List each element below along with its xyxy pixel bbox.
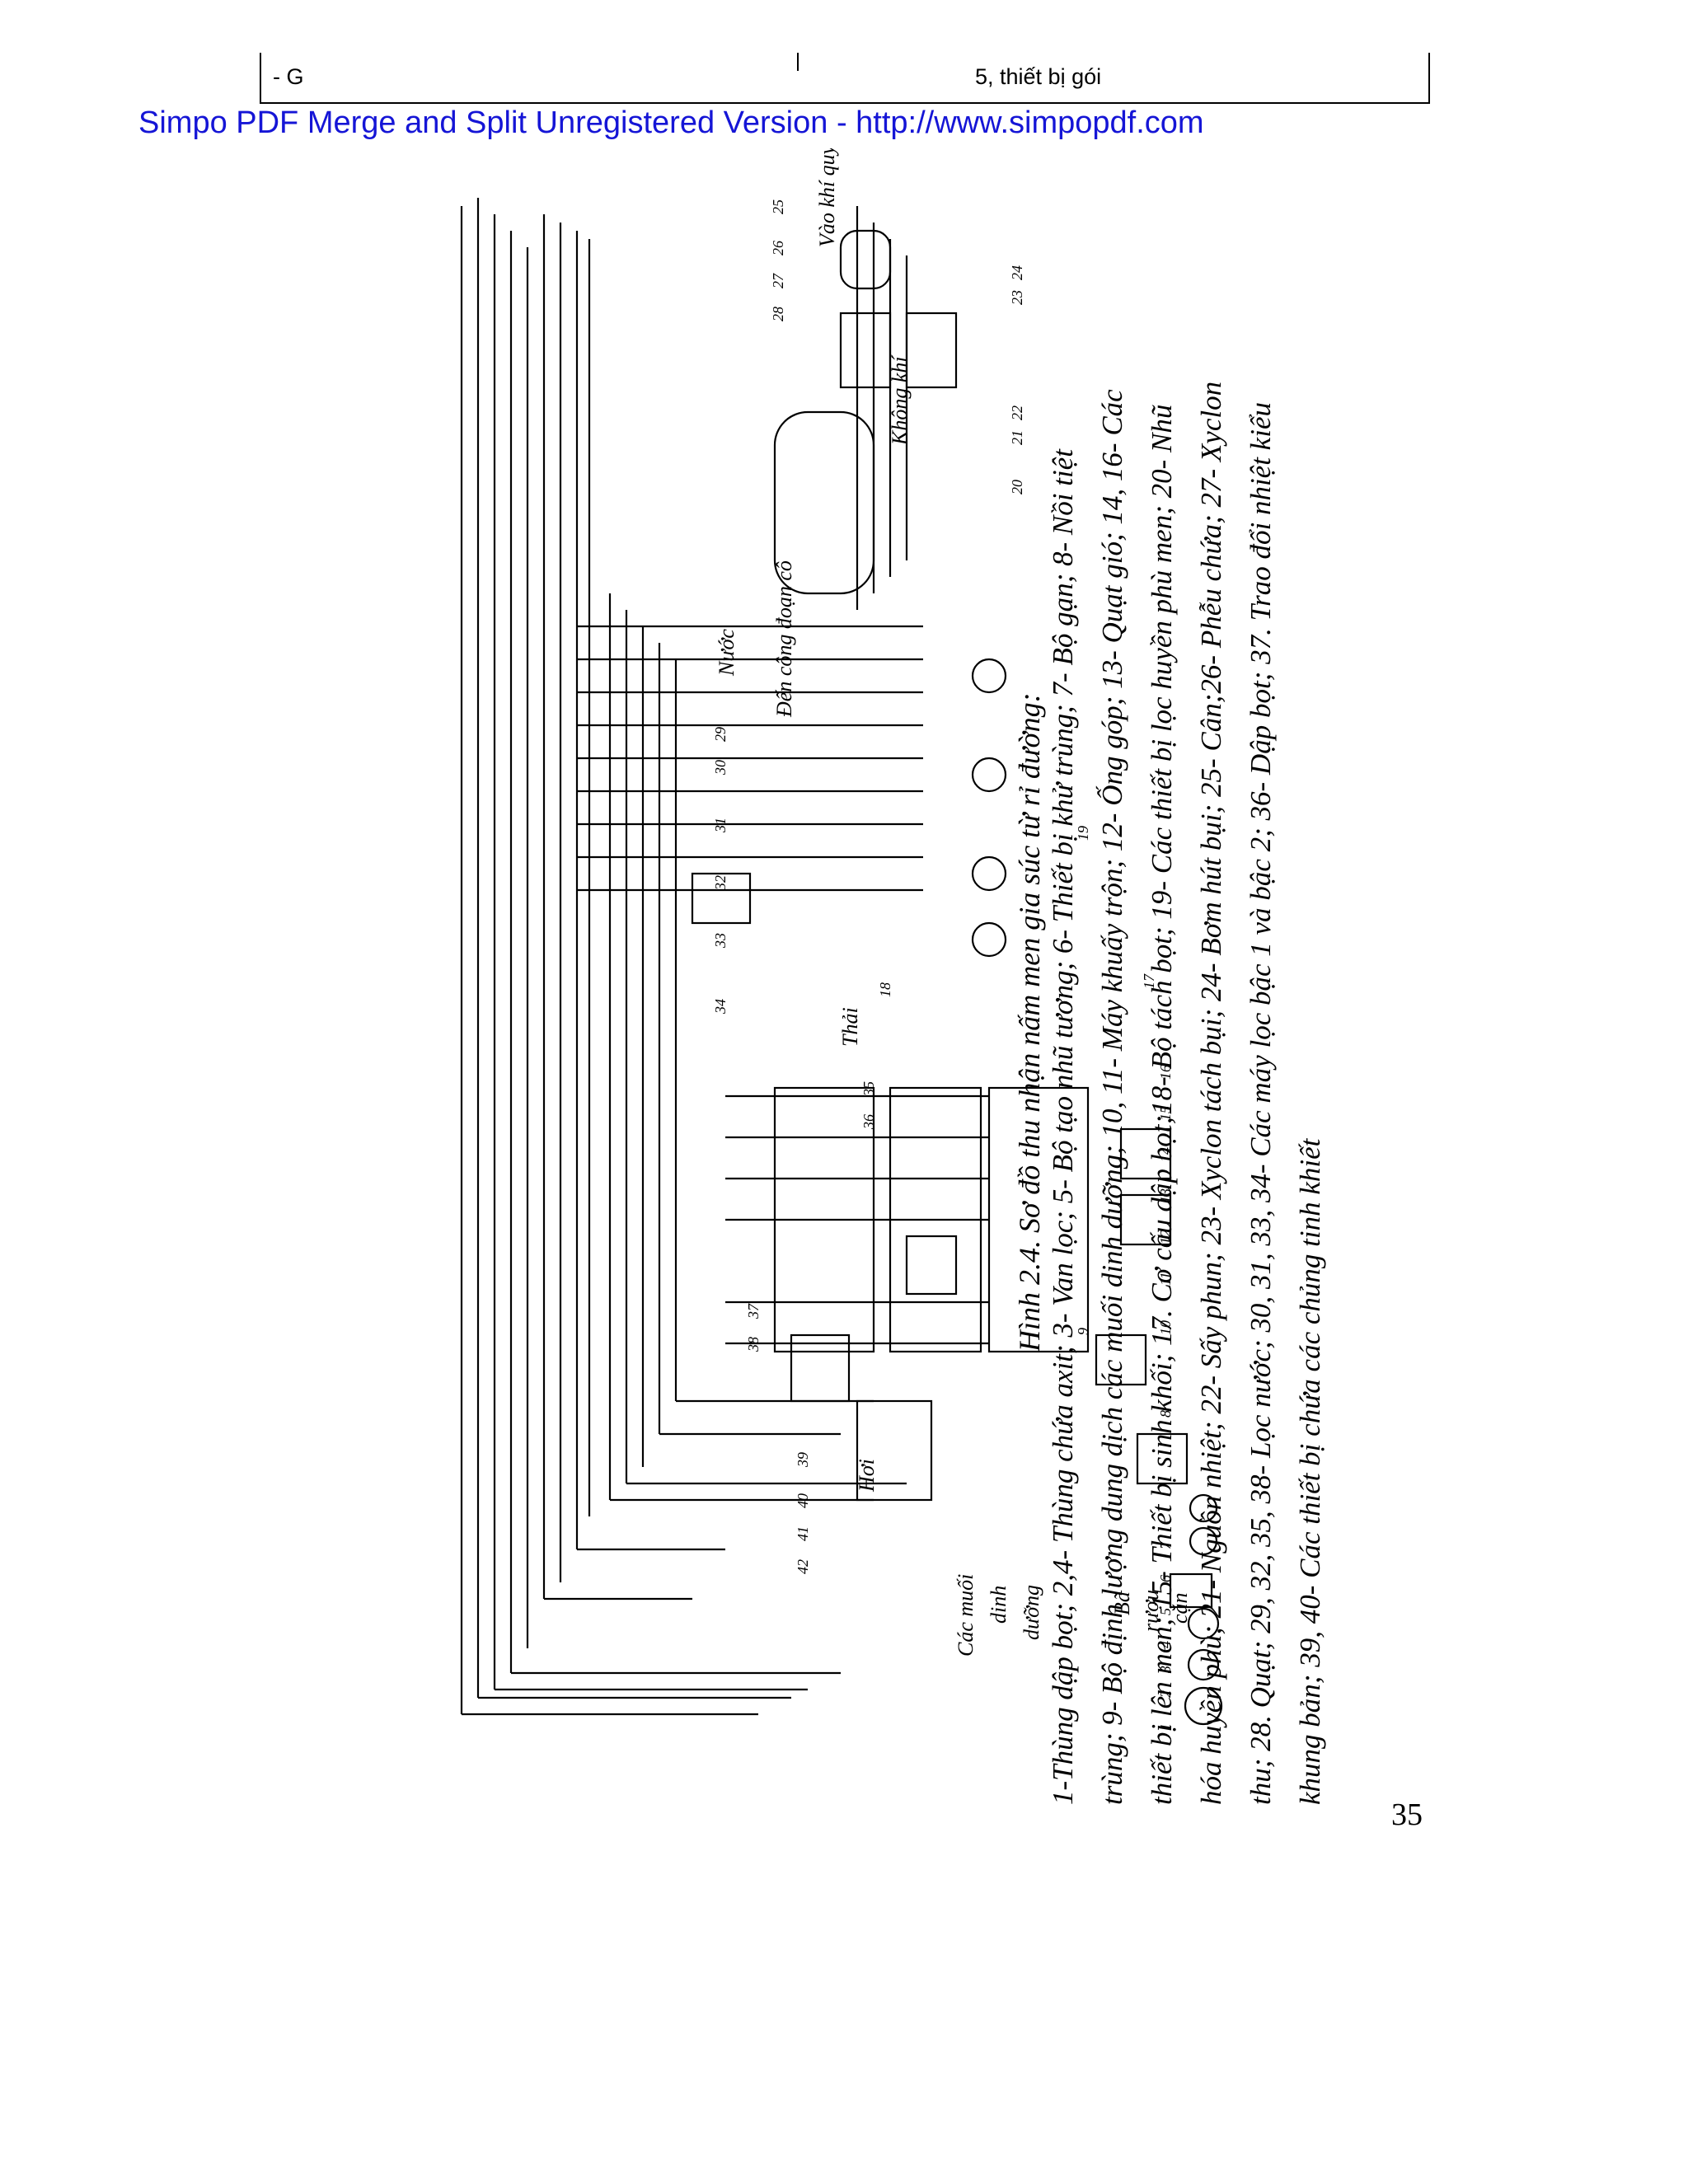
diagram-svg: Vào khí quyển Không khí Đến công đoạn cô… (460, 124, 1223, 1731)
num-4: 4 (1157, 1641, 1174, 1648)
label-cac-muoi: Các muối (954, 1574, 978, 1657)
num-29: 29 (712, 727, 729, 742)
num-10: 10 (1157, 1320, 1174, 1335)
num-28: 28 (770, 307, 786, 321)
running-header: - G 5, thiết bị gói (260, 53, 1430, 104)
num-26: 26 (770, 241, 786, 255)
num-34: 34 (712, 999, 729, 1015)
num-24: 24 (1009, 265, 1025, 280)
diagram-numbers: 1 2 3 4 5 6 7 8 9 10 11 12 13 14 15 16 1… (712, 199, 1174, 1731)
num-17: 17 (1141, 973, 1157, 989)
num-37: 37 (745, 1303, 762, 1319)
diagram-equipment (691, 229, 1223, 1726)
label-dinh: dinh (987, 1586, 1010, 1624)
label-vao-khi-quyen: Vào khí quyển (815, 148, 839, 247)
num-36: 36 (860, 1114, 877, 1130)
num-38: 38 (745, 1337, 762, 1352)
num-1: 1 (1157, 1723, 1174, 1731)
watermark-link[interactable]: Simpo PDF Merge and Split Unregistered V… (138, 105, 1204, 140)
num-27: 27 (770, 273, 786, 288)
num-11: 11 (1157, 1272, 1174, 1286)
num-42: 42 (795, 1559, 811, 1574)
label-duong: dưỡng (1020, 1585, 1043, 1640)
num-6: 6 (1157, 1575, 1174, 1582)
legend-line-5: thu; 28. Quạt; 29, 32, 35, 38- Lọc nước;… (1245, 402, 1277, 1805)
num-15: 15 (1157, 1106, 1174, 1121)
label-ba: Bã (1110, 1591, 1134, 1615)
num-25: 25 (770, 199, 786, 214)
legend-line-4: hóa huyền phù; 21- Nguồn nhiệt; 22- Sấy … (1195, 381, 1227, 1805)
legend-line-6: khung bản; 39, 40- Các thiết bị chứa các… (1294, 1138, 1326, 1805)
label-can: cặn (1168, 1592, 1192, 1624)
num-5: 5 (1157, 1608, 1174, 1615)
num-18: 18 (877, 982, 893, 997)
num-2: 2 (1157, 1690, 1174, 1698)
num-7: 7 (1157, 1541, 1174, 1549)
num-8: 8 (1157, 1410, 1174, 1418)
label-thai: Thải (838, 1007, 862, 1047)
figure-caption: Hình 2.4. Sơ đồ thu nhận nấm men gia súc… (1013, 692, 1046, 1352)
num-9: 9 (1075, 1328, 1091, 1335)
header-left-text: - G (273, 64, 304, 89)
header-divider (797, 53, 799, 71)
label-nuoc: Nước (715, 629, 738, 677)
num-14: 14 (1157, 1147, 1174, 1162)
num-20: 20 (1009, 480, 1025, 494)
num-39: 39 (795, 1452, 811, 1468)
num-16: 16 (1157, 1065, 1174, 1080)
num-21: 21 (1009, 430, 1025, 445)
process-diagram: Vào khí quyển Không khí Đến công đoạn cô… (412, 124, 1319, 1821)
label-den-cong-doan-co: Đến công đoạn cô (772, 560, 796, 718)
legend-line-2: trùng; 9- Bộ định lượng dung dịch các mu… (1096, 389, 1128, 1805)
num-3: 3 (1157, 1666, 1174, 1674)
num-12: 12 (1157, 1230, 1174, 1244)
label-khong-khi: Không khí (888, 354, 912, 446)
label-hoi: Hơi (855, 1459, 879, 1493)
page-number: 35 (1391, 1797, 1423, 1832)
num-41: 41 (795, 1526, 811, 1541)
label-ruou: rượu (1139, 1590, 1163, 1632)
num-19: 19 (1075, 826, 1091, 841)
legend-line-1: 1-Thùng dập bọt; 2,4- Thùng chứa axit; 3… (1047, 449, 1079, 1805)
num-23: 23 (1009, 290, 1025, 305)
num-40: 40 (795, 1493, 811, 1508)
num-33: 33 (712, 933, 729, 949)
num-31: 31 (712, 818, 729, 833)
diagram-pipes (460, 198, 989, 1716)
num-22: 22 (1009, 405, 1025, 420)
num-30: 30 (712, 760, 729, 776)
num-13: 13 (1157, 1188, 1174, 1203)
diagram-labels: Vào khí quyển Không khí Đến công đoạn cô… (715, 124, 1192, 1657)
num-35: 35 (860, 1081, 877, 1097)
legend-line-3: thiết bị lên men; 15- Thiết bị sinh khối… (1146, 404, 1178, 1805)
num-32: 32 (712, 875, 729, 891)
header-right-text: 5, thiết bị gói (975, 64, 1102, 89)
